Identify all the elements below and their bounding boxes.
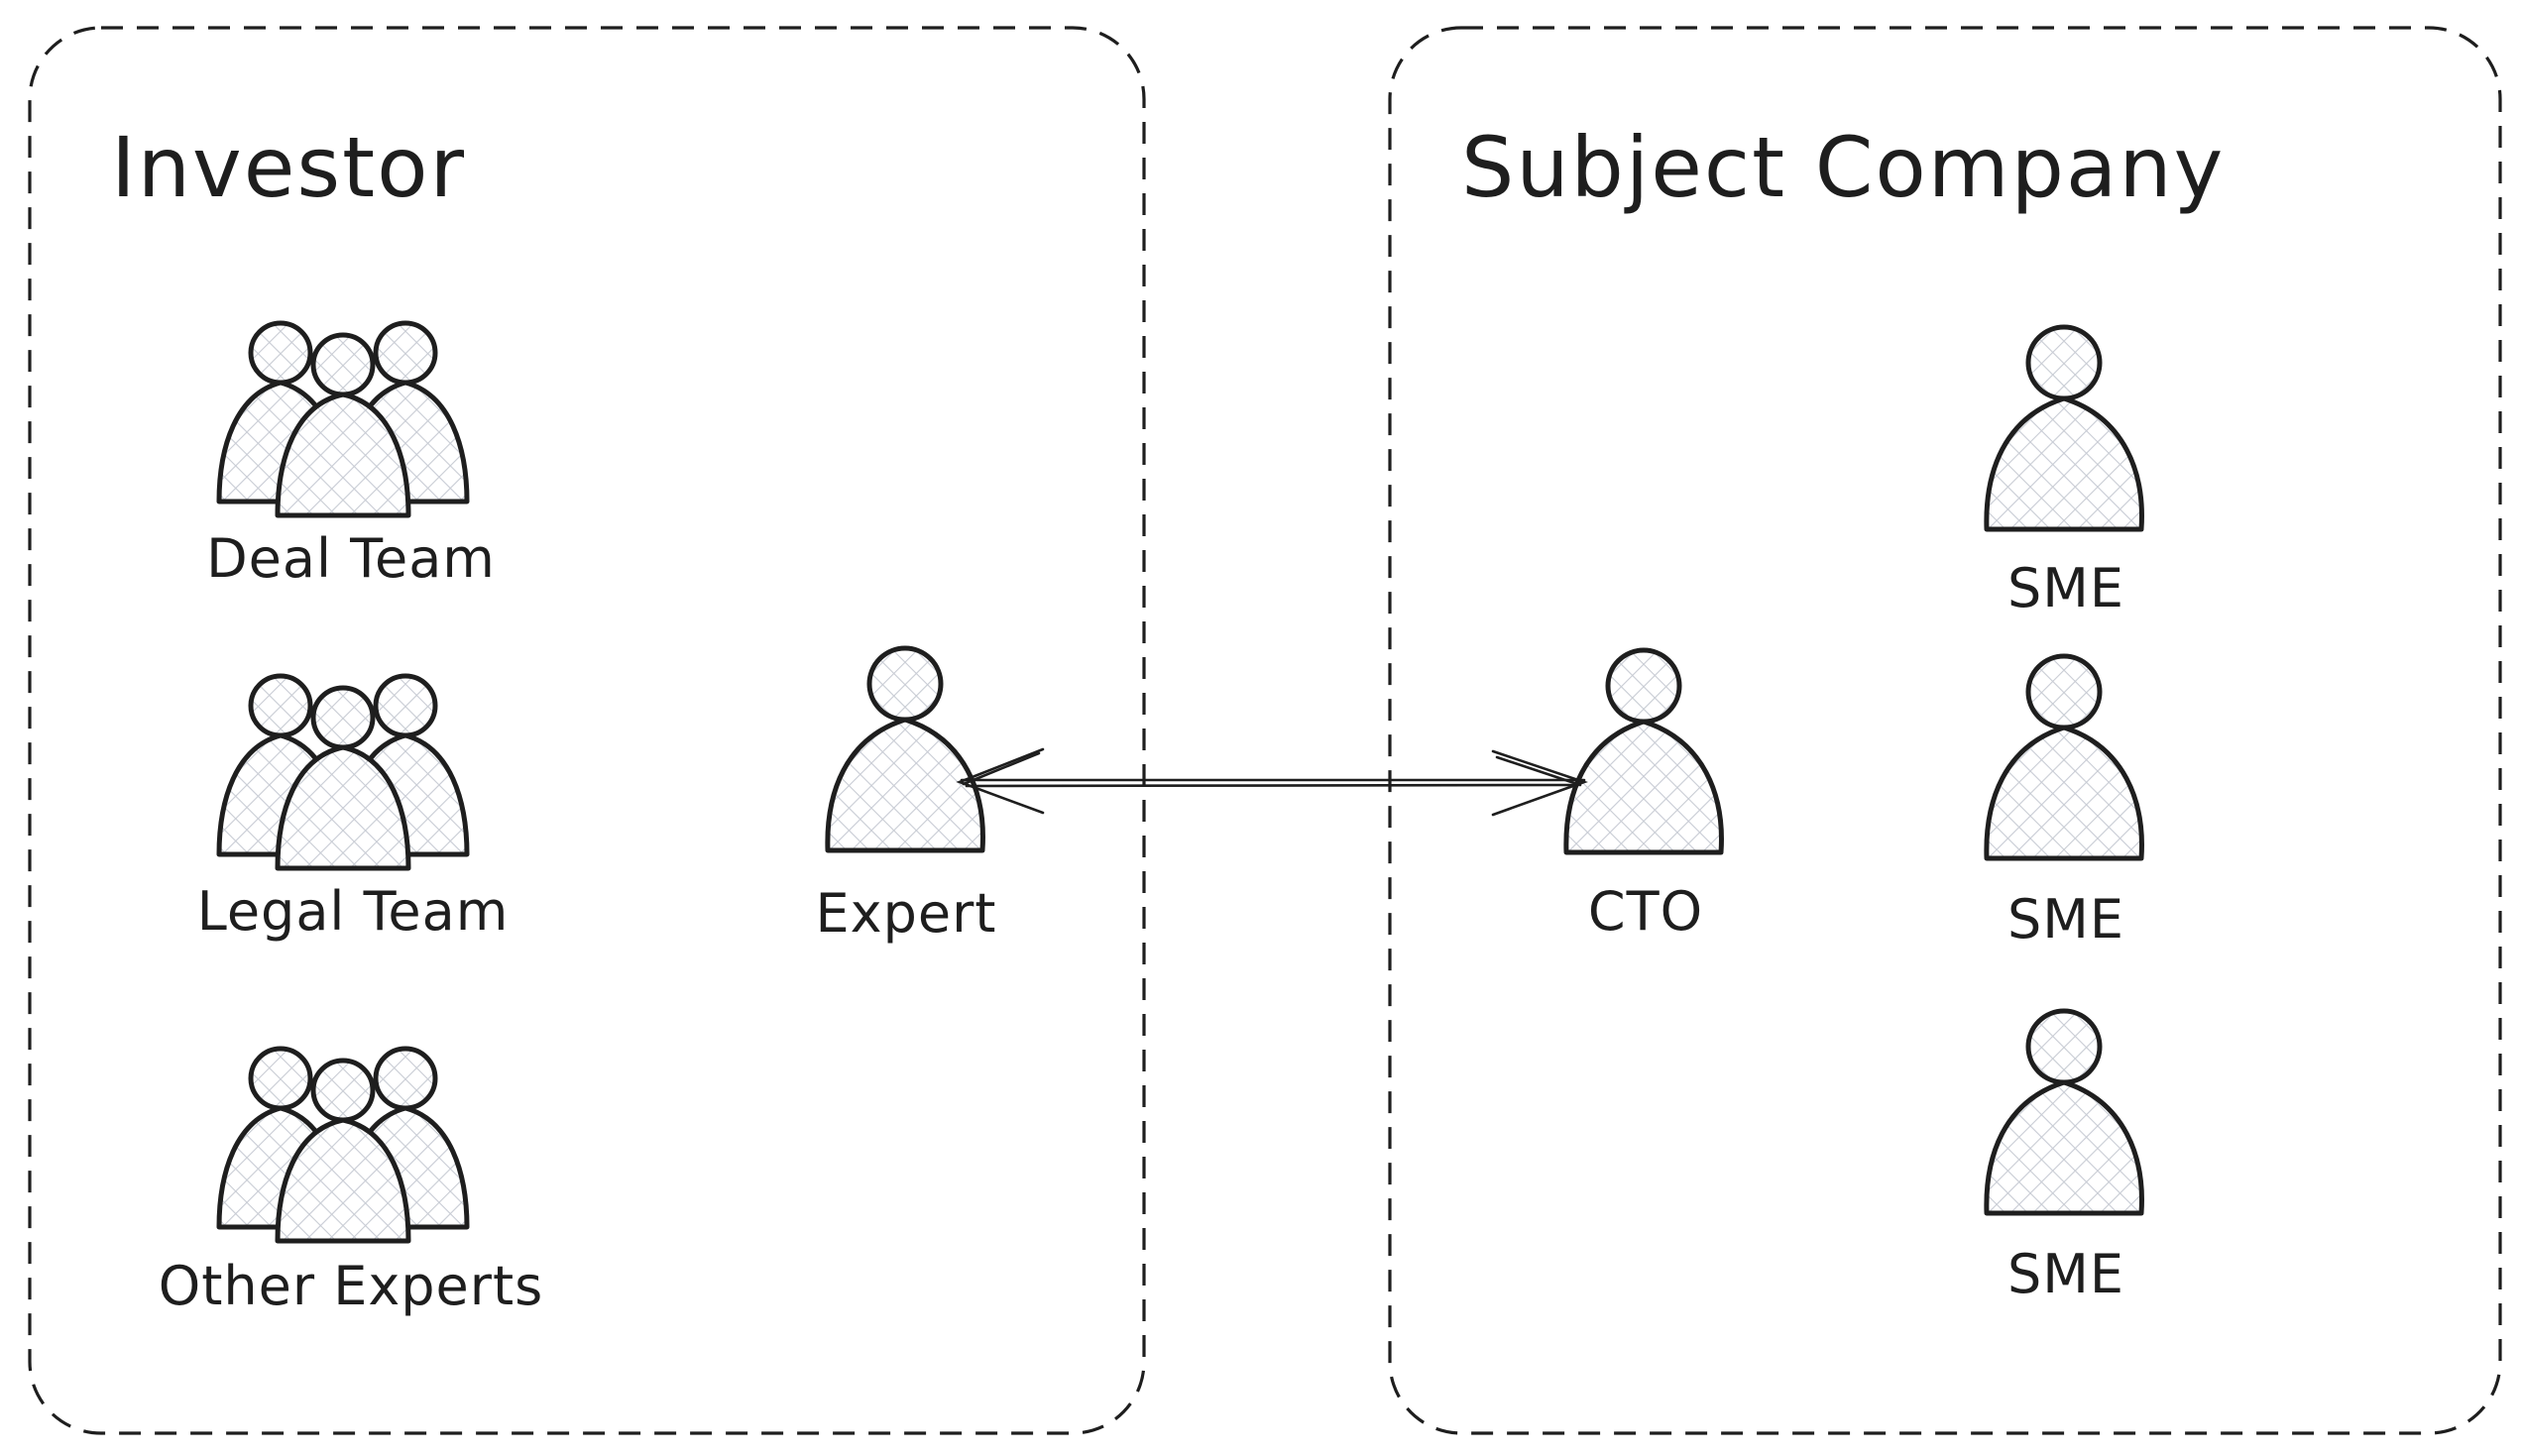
sme-node-3[interactable]: SME [1987, 1011, 2142, 1305]
sme-label-3: SME [2007, 1243, 2124, 1305]
cto-label: CTO [1588, 880, 1703, 943]
cto-node[interactable]: CTO [1566, 650, 1722, 943]
arrowhead-right-icon [1495, 755, 1582, 787]
sme-label-2: SME [2007, 888, 2124, 951]
person-icon [1566, 650, 1722, 852]
connector-line [965, 783, 1580, 788]
legal-team-label: Legal Team [197, 880, 510, 943]
subject-company-group: Subject Company CTO SME SME SME [1388, 26, 2502, 1435]
arrowhead-left-icon [956, 747, 1045, 815]
person-icon [1987, 1011, 2142, 1213]
people-icon [219, 323, 467, 515]
expert-node[interactable]: Expert [816, 648, 997, 945]
deal-team-node[interactable]: Deal Team [206, 323, 496, 590]
legal-team-node[interactable]: Legal Team [197, 676, 510, 943]
investor-group: Investor Deal Team Legal Team Other Expe… [28, 26, 1146, 1435]
expert-label: Expert [816, 882, 997, 945]
person-icon [828, 648, 983, 850]
other-experts-node[interactable]: Other Experts [159, 1049, 544, 1317]
expert-cto-connector[interactable] [956, 747, 1588, 817]
subject-company-boundary [1388, 26, 2502, 1435]
people-icon [219, 1049, 467, 1241]
sme-node-2[interactable]: SME [1987, 656, 2142, 951]
people-icon [219, 676, 467, 868]
investor-title: Investor [111, 119, 466, 216]
subject-company-title: Subject Company [1461, 119, 2225, 216]
sme-node-1[interactable]: SME [1987, 327, 2142, 619]
other-experts-label: Other Experts [159, 1255, 544, 1317]
deal-team-label: Deal Team [206, 527, 496, 590]
sme-label-1: SME [2007, 557, 2124, 619]
arrowhead-left-icon [962, 751, 1041, 786]
investor-boundary [28, 26, 1146, 1435]
person-icon [1987, 656, 2142, 858]
arrowhead-right-icon [1491, 749, 1588, 817]
person-icon [1987, 327, 2142, 529]
